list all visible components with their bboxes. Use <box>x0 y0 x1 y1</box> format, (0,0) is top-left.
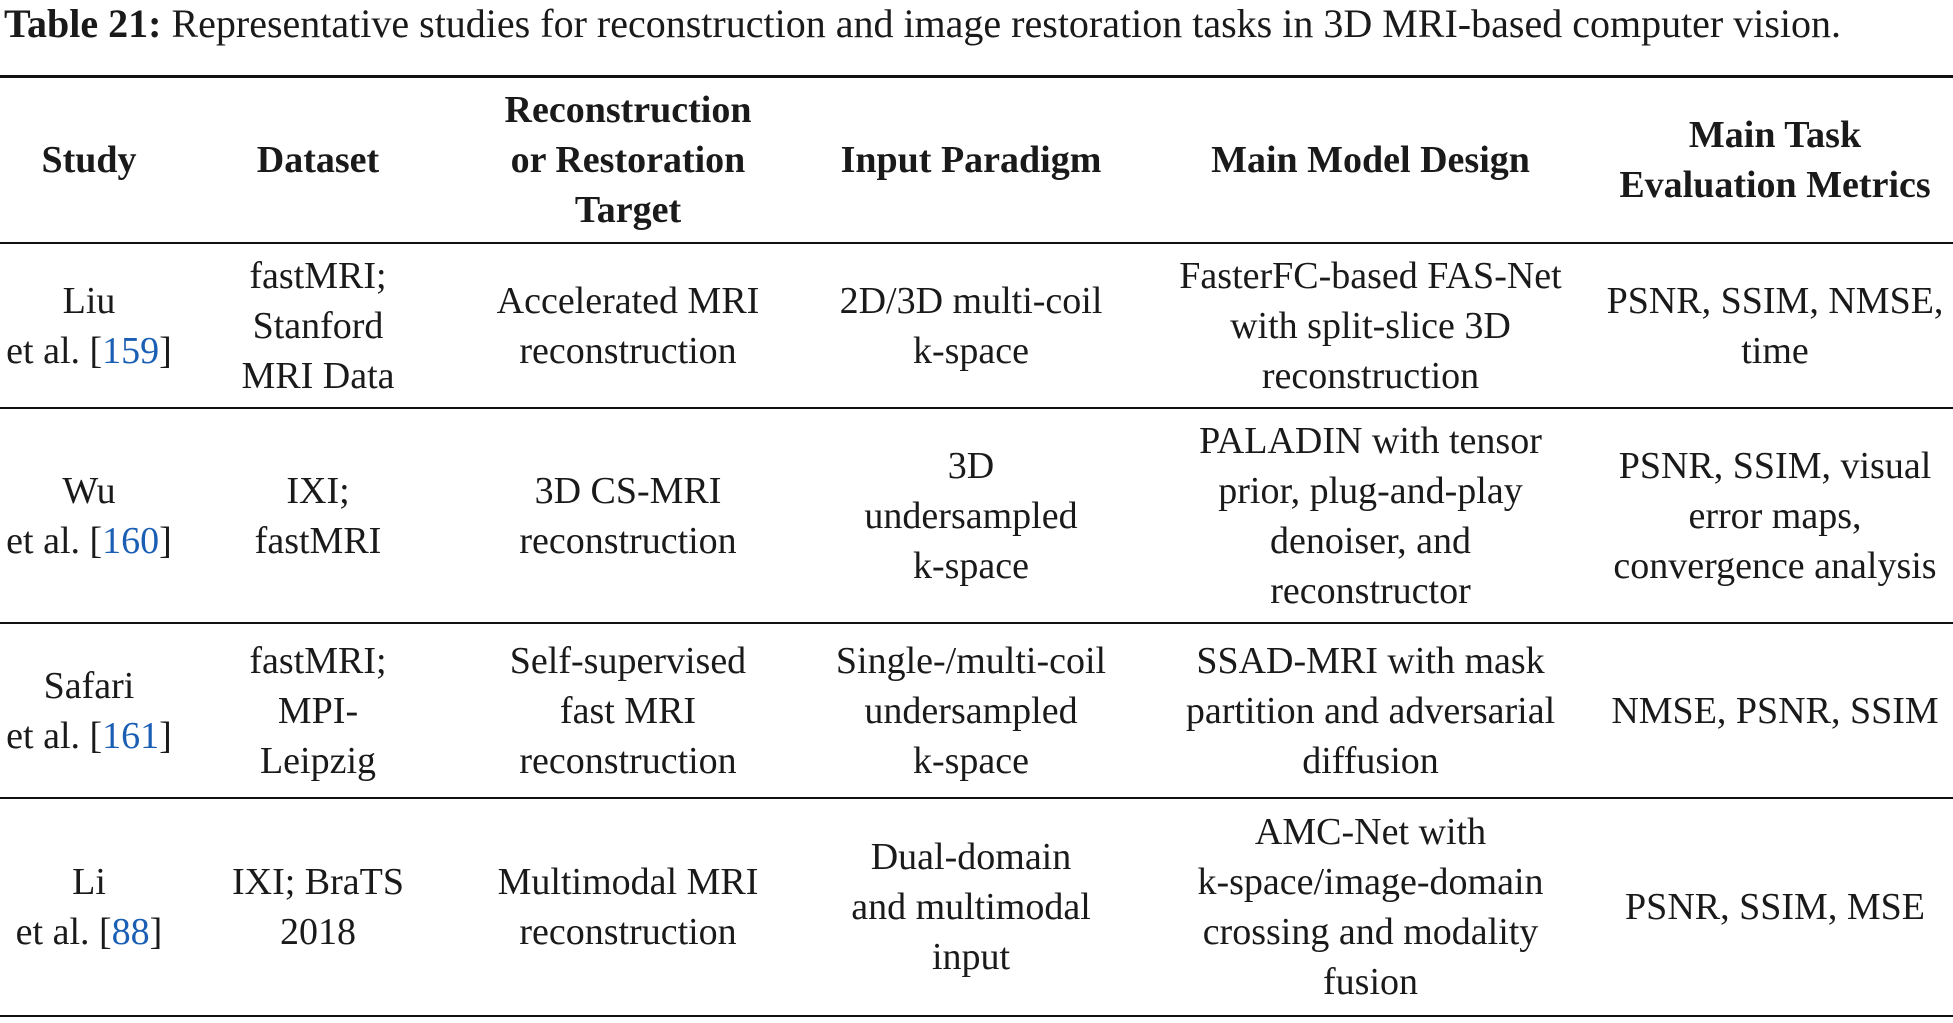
cell-study: Liu et al. [159] <box>0 243 178 409</box>
header-target: Reconstruction or Restoration Target <box>458 75 798 244</box>
table-row: Li et al. [88] IXI; BraTS 2018 Multimoda… <box>0 798 1953 1017</box>
cell-input: Single-/multi-coil undersampled k-space <box>798 623 1144 799</box>
citation-link[interactable]: 160 <box>102 519 160 562</box>
cell-metrics: PSNR, SSIM, visual error maps, convergen… <box>1597 408 1953 624</box>
cell-input: 2D/3D multi-coil k-space <box>798 243 1144 409</box>
cell-metrics: PSNR, SSIM, NMSE, time <box>1597 243 1953 409</box>
citation-link[interactable]: 161 <box>102 714 160 757</box>
caption-label: Table 21: <box>4 1 162 46</box>
caption-text: Representative studies for reconstructio… <box>171 1 1842 46</box>
header-dataset: Dataset <box>178 75 458 244</box>
table-row: Safari et al. [161] fastMRI; MPI- Leipzi… <box>0 623 1953 799</box>
table-caption: Table 21: Representative studies for rec… <box>0 0 1953 48</box>
cell-metrics: NMSE, PSNR, SSIM <box>1597 623 1953 799</box>
cell-target: Multimodal MRI reconstruction <box>458 798 798 1017</box>
cell-design: FasterFC-based FAS-Net with split-slice … <box>1144 243 1597 409</box>
header-row: Study Dataset Reconstruction or Restorat… <box>0 75 1953 244</box>
cell-study: Wu et al. [160] <box>0 408 178 624</box>
cell-dataset: IXI; BraTS 2018 <box>178 798 458 1017</box>
cell-study: Safari et al. [161] <box>0 623 178 799</box>
cell-design: AMC-Net with k-space/image-domain crossi… <box>1144 798 1597 1017</box>
cell-input: 3D undersampled k-space <box>798 408 1144 624</box>
cell-input: Dual-domain and multimodal input <box>798 798 1144 1017</box>
cell-design: SSAD-MRI with mask partition and adversa… <box>1144 623 1597 799</box>
cell-design: PALADIN with tensor prior, plug-and-play… <box>1144 408 1597 624</box>
cell-target: Self-supervised fast MRI reconstruction <box>458 623 798 799</box>
table-row: Wu et al. [160] IXI; fastMRI 3D CS-MRI r… <box>0 408 1953 624</box>
citation-link[interactable]: 88 <box>111 911 150 953</box>
cell-dataset: fastMRI; Stanford MRI Data <box>178 243 458 409</box>
cell-dataset: fastMRI; MPI- Leipzig <box>178 623 458 799</box>
header-study: Study <box>0 75 178 244</box>
table-row: Liu et al. [159] fastMRI; Stanford MRI D… <box>0 243 1953 409</box>
header-design: Main Model Design <box>1144 75 1597 244</box>
cell-metrics: PSNR, SSIM, MSE <box>1597 798 1953 1017</box>
header-metrics: Main Task Evaluation Metrics <box>1597 75 1953 244</box>
results-table: Study Dataset Reconstruction or Restorat… <box>0 75 1953 1017</box>
cell-study: Li et al. [88] <box>0 798 178 1017</box>
citation-link[interactable]: 159 <box>102 329 160 372</box>
cell-target: Accelerated MRI reconstruction <box>458 243 798 409</box>
cell-dataset: IXI; fastMRI <box>178 408 458 624</box>
cell-target: 3D CS-MRI reconstruction <box>458 408 798 624</box>
header-input: Input Paradigm <box>798 75 1144 244</box>
